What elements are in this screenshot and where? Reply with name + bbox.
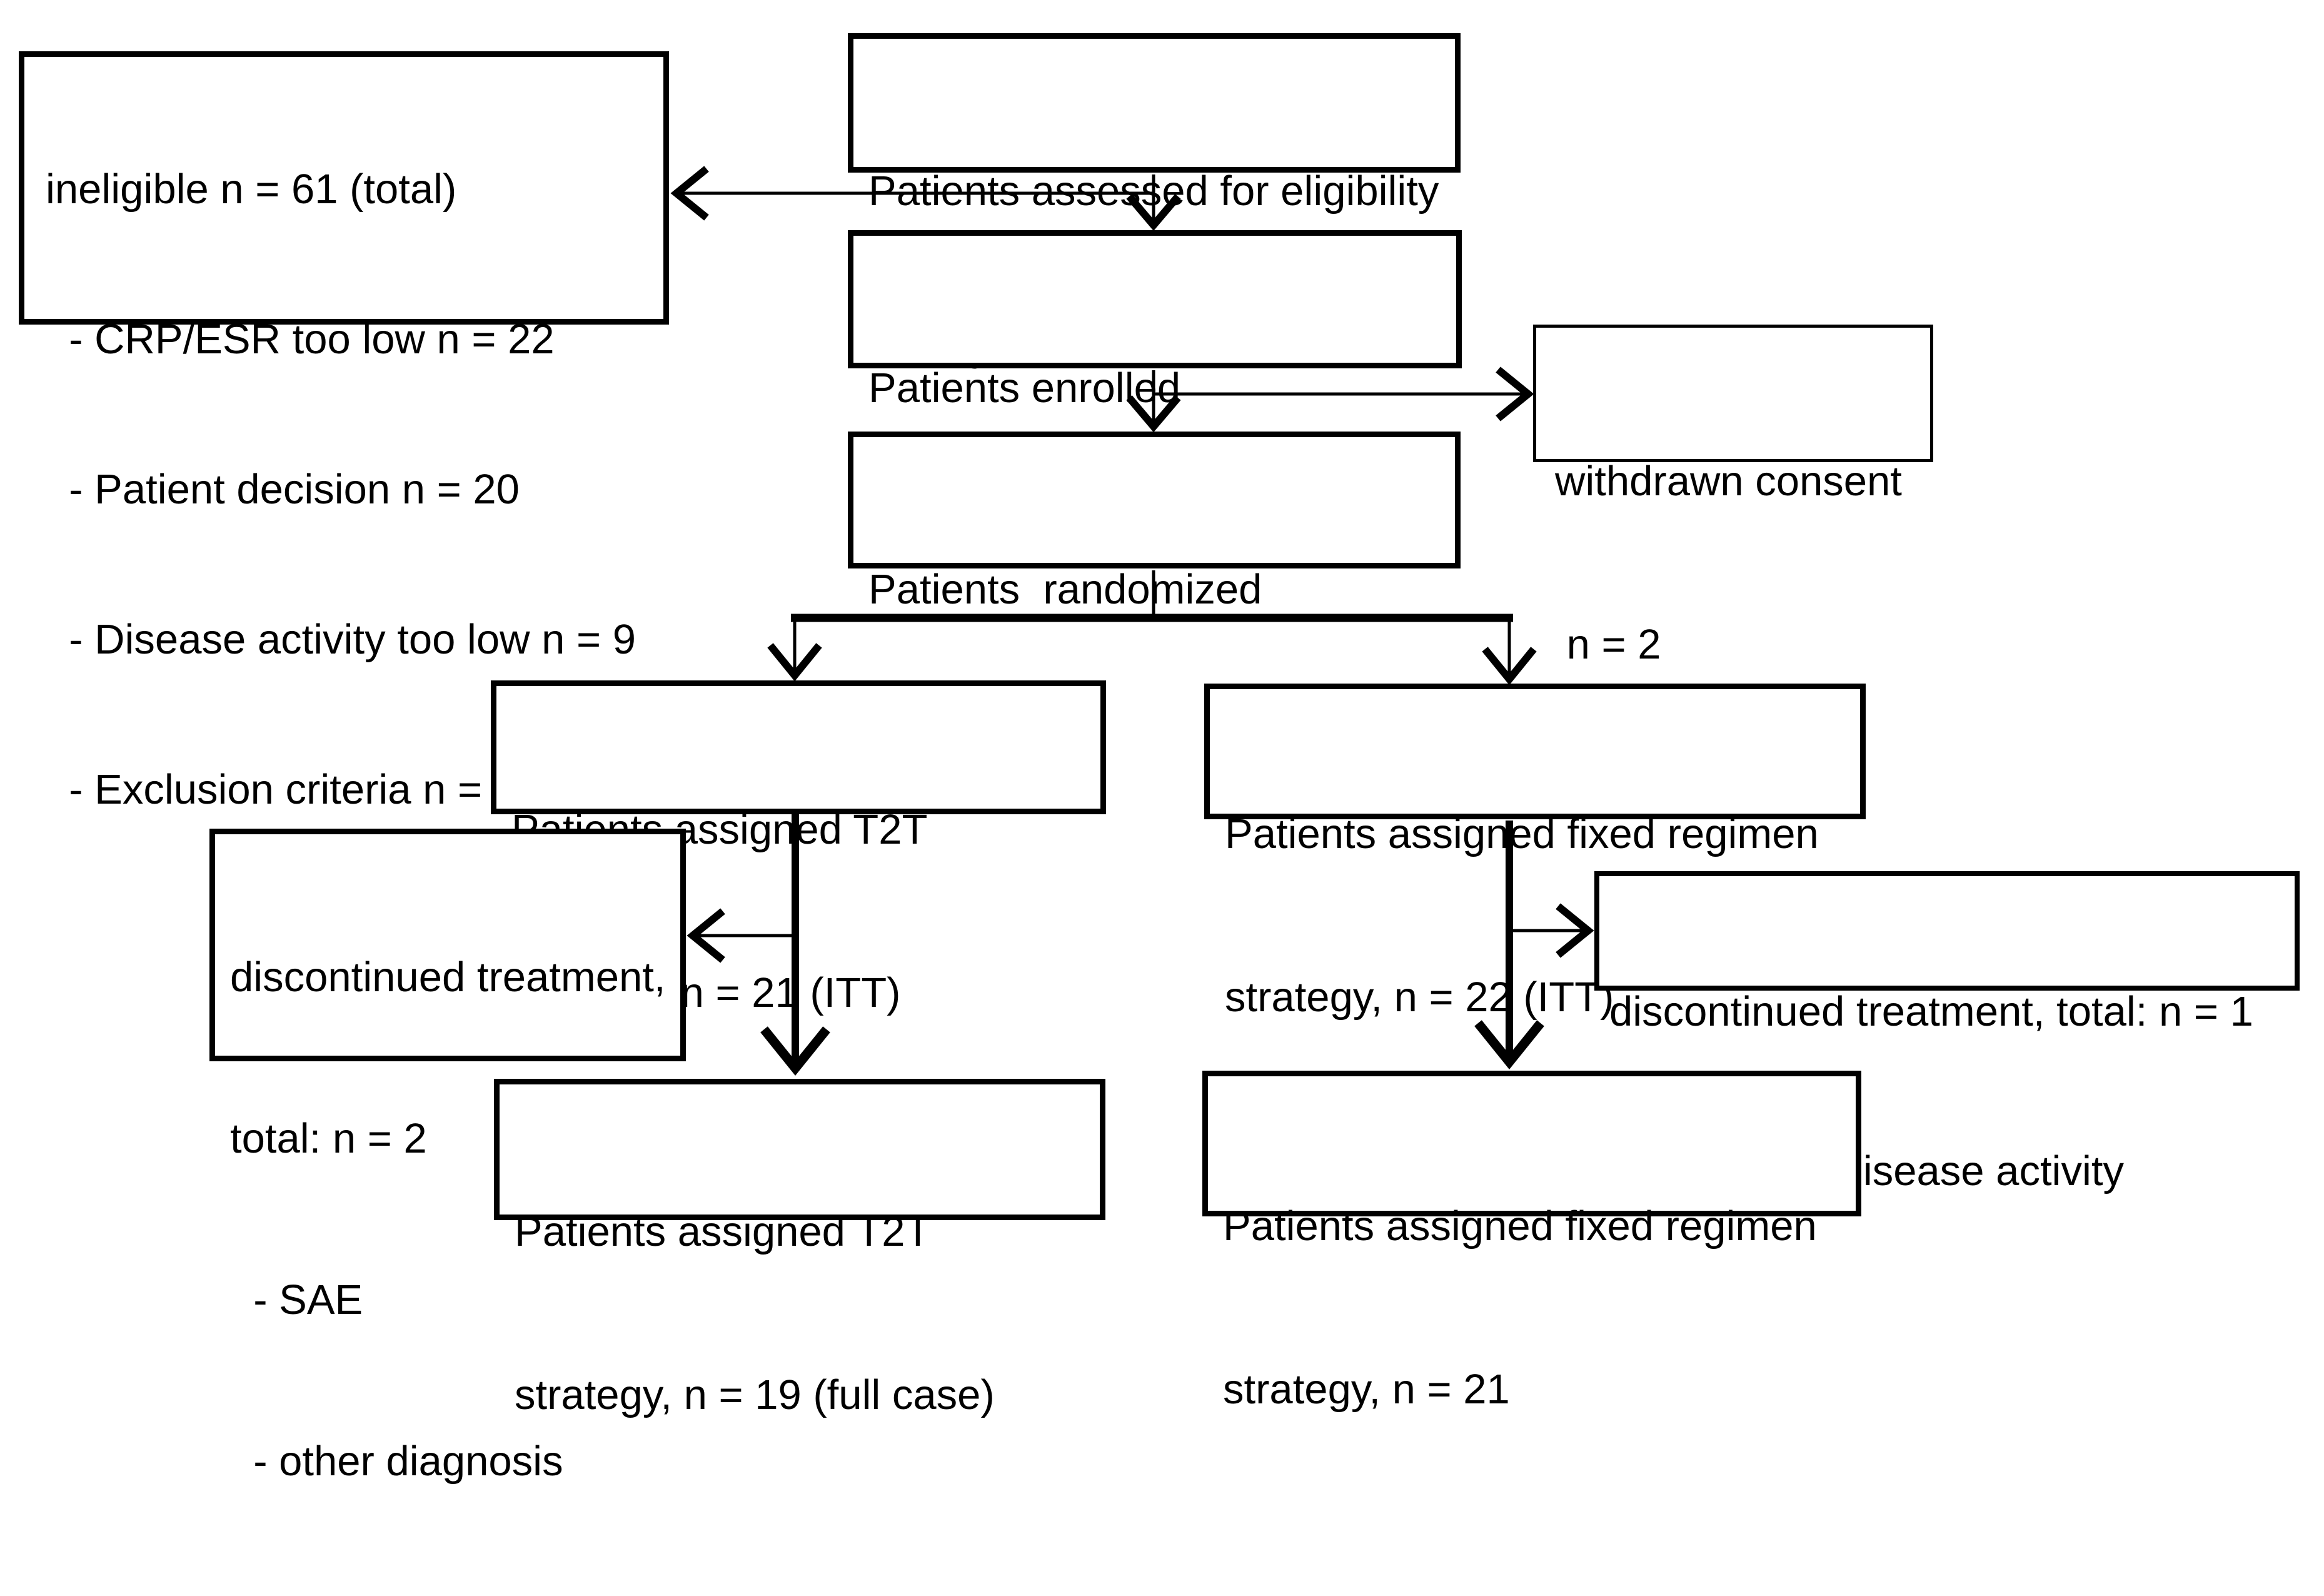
fixed-itt-line-2: strategy, n = 22 (ITT) <box>1225 974 1614 1021</box>
ineligible-reason-crp-esr: - CRP/ESR too low n = 22 <box>46 316 555 363</box>
enrolled-line-1: Patients enrolled <box>868 365 1181 412</box>
randomized-line-1: Patients randomized <box>868 566 1262 613</box>
box-ineligible: ineligible n = 61 (total) - CRP/ESR too … <box>19 51 669 813</box>
t2t-discontinued-reason-other: - other diagnosis <box>230 1438 563 1485</box>
t2t-full-case-line-1: Patients assigned T2T <box>515 1208 931 1255</box>
arrowhead-right-withdrawn-icon <box>1496 366 1534 422</box>
connector-layer <box>670 166 1594 1076</box>
arrowhead-left-ineligible-icon <box>670 166 709 221</box>
box-enrolled: Patients enrolled n = 45 <box>848 230 1462 575</box>
box-fixed-discontinued: discontinued treatment, total: n = 1 - p… <box>1594 871 2300 1194</box>
arrowhead-down-randomized-icon <box>1126 395 1181 433</box>
fixed-final-line-1: Patients assigned fixed regimen <box>1223 1203 1817 1250</box>
ineligible-total: ineligible n = 61 (total) <box>46 166 457 213</box>
fixed-itt-line-1: Patients assigned fixed regimen <box>1225 811 1819 857</box>
fixed-discontinued-total: discontinued treatment, total: n = 1 <box>1609 988 2253 1035</box>
box-assessed-eligibility: Patients assessed for eligibility n = 10… <box>848 33 1461 378</box>
arrowhead-down-t2t-icon <box>767 643 822 682</box>
withdrawn-count: n = 2 <box>1555 621 1661 668</box>
arrowhead-down-fixed-icon <box>1482 647 1537 685</box>
box-randomized: Patients randomized n = 43 <box>848 432 1461 776</box>
t2t-discontinued-total: total: n = 2 <box>230 1115 427 1162</box>
box-withdrawn-consent: withdrawn consent n = 2 <box>1533 325 1933 668</box>
box-t2t-discontinued: discontinued treatment, total: n = 2 - S… <box>209 829 686 1485</box>
arrowhead-down-final-icon <box>1474 1020 1544 1069</box>
box-fixed-final: Patients assigned fixed regimen strategy… <box>1202 1071 1861 1413</box>
arrowhead-down-enrolled-icon <box>1126 194 1181 231</box>
ineligible-reason-disease-activity: - Disease activity too low n = 9 <box>46 616 636 663</box>
arrowhead-right-discontinued-icon <box>1556 903 1594 958</box>
fixed-final-line-2: strategy, n = 21 <box>1223 1366 1510 1413</box>
arrowhead-down-fullcase-icon <box>760 1026 830 1076</box>
t2t-discontinued-reason-sae: - SAE <box>230 1276 363 1323</box>
ineligible-reason-patient-decision: - Patient decision n = 20 <box>46 466 520 513</box>
t2t-full-case-line-2: strategy, n = 19 (full case) <box>515 1371 995 1418</box>
t2t-discontinued-line-1: discontinued treatment, <box>230 954 666 1001</box>
consort-flow-diagram: Patients assessed for eligibility n = 10… <box>19 33 2300 1485</box>
box-t2t-itt: Patients assigned T2T strategy, n = 21 (… <box>491 680 1106 1016</box>
box-fixed-itt: Patients assigned fixed regimen strategy… <box>1204 684 1866 1021</box>
withdrawn-line-1: withdrawn consent <box>1555 458 1902 505</box>
arrowhead-left-discontinued-icon <box>687 908 725 963</box>
assessed-line-1: Patients assessed for eligibility <box>868 168 1439 215</box>
box-t2t-full-case: Patients assigned T2T strategy, n = 19 (… <box>494 1079 1105 1418</box>
